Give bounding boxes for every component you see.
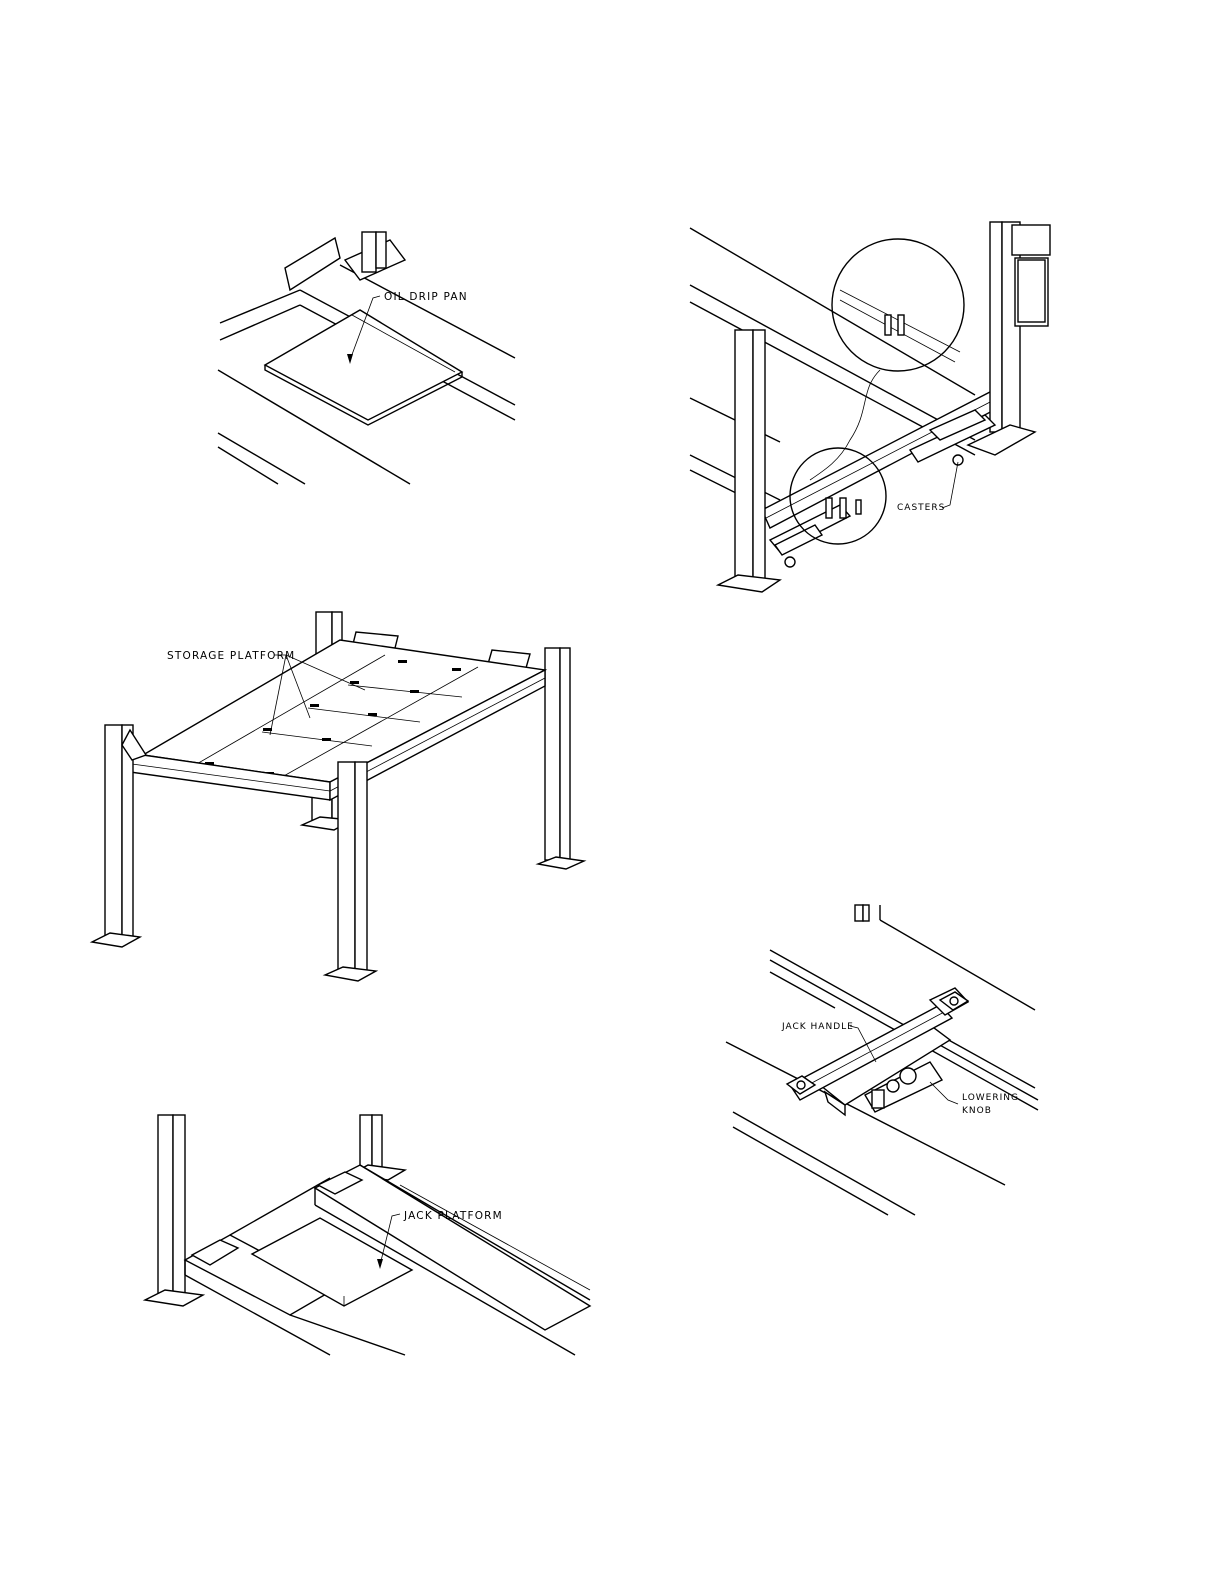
oil-drip-pan-figure: OIL DRIP PAN xyxy=(218,232,515,484)
lowering-knob-label-line1: LOWERING xyxy=(962,1093,1019,1103)
jack-platform-label: JACK PLATFORM xyxy=(403,1210,503,1222)
lowering-knob-label-line2: KNOB xyxy=(962,1106,992,1116)
jack-handle-label: JACK HANDLE xyxy=(781,1022,854,1032)
casters-label: CASTERS xyxy=(897,503,945,513)
oil-drip-pan-label: OIL DRIP PAN xyxy=(384,291,468,303)
storage-platform-label: STORAGE PLATFORM xyxy=(167,650,295,662)
jack-handle-figure: JACK HANDLE LOWERING KNOB xyxy=(726,905,1038,1215)
casters-figure: CASTERS xyxy=(690,222,1050,592)
jack-platform-figure: JACK PLATFORM xyxy=(145,1115,590,1355)
storage-platform-figure: STORAGE PLATFORM xyxy=(92,612,584,981)
